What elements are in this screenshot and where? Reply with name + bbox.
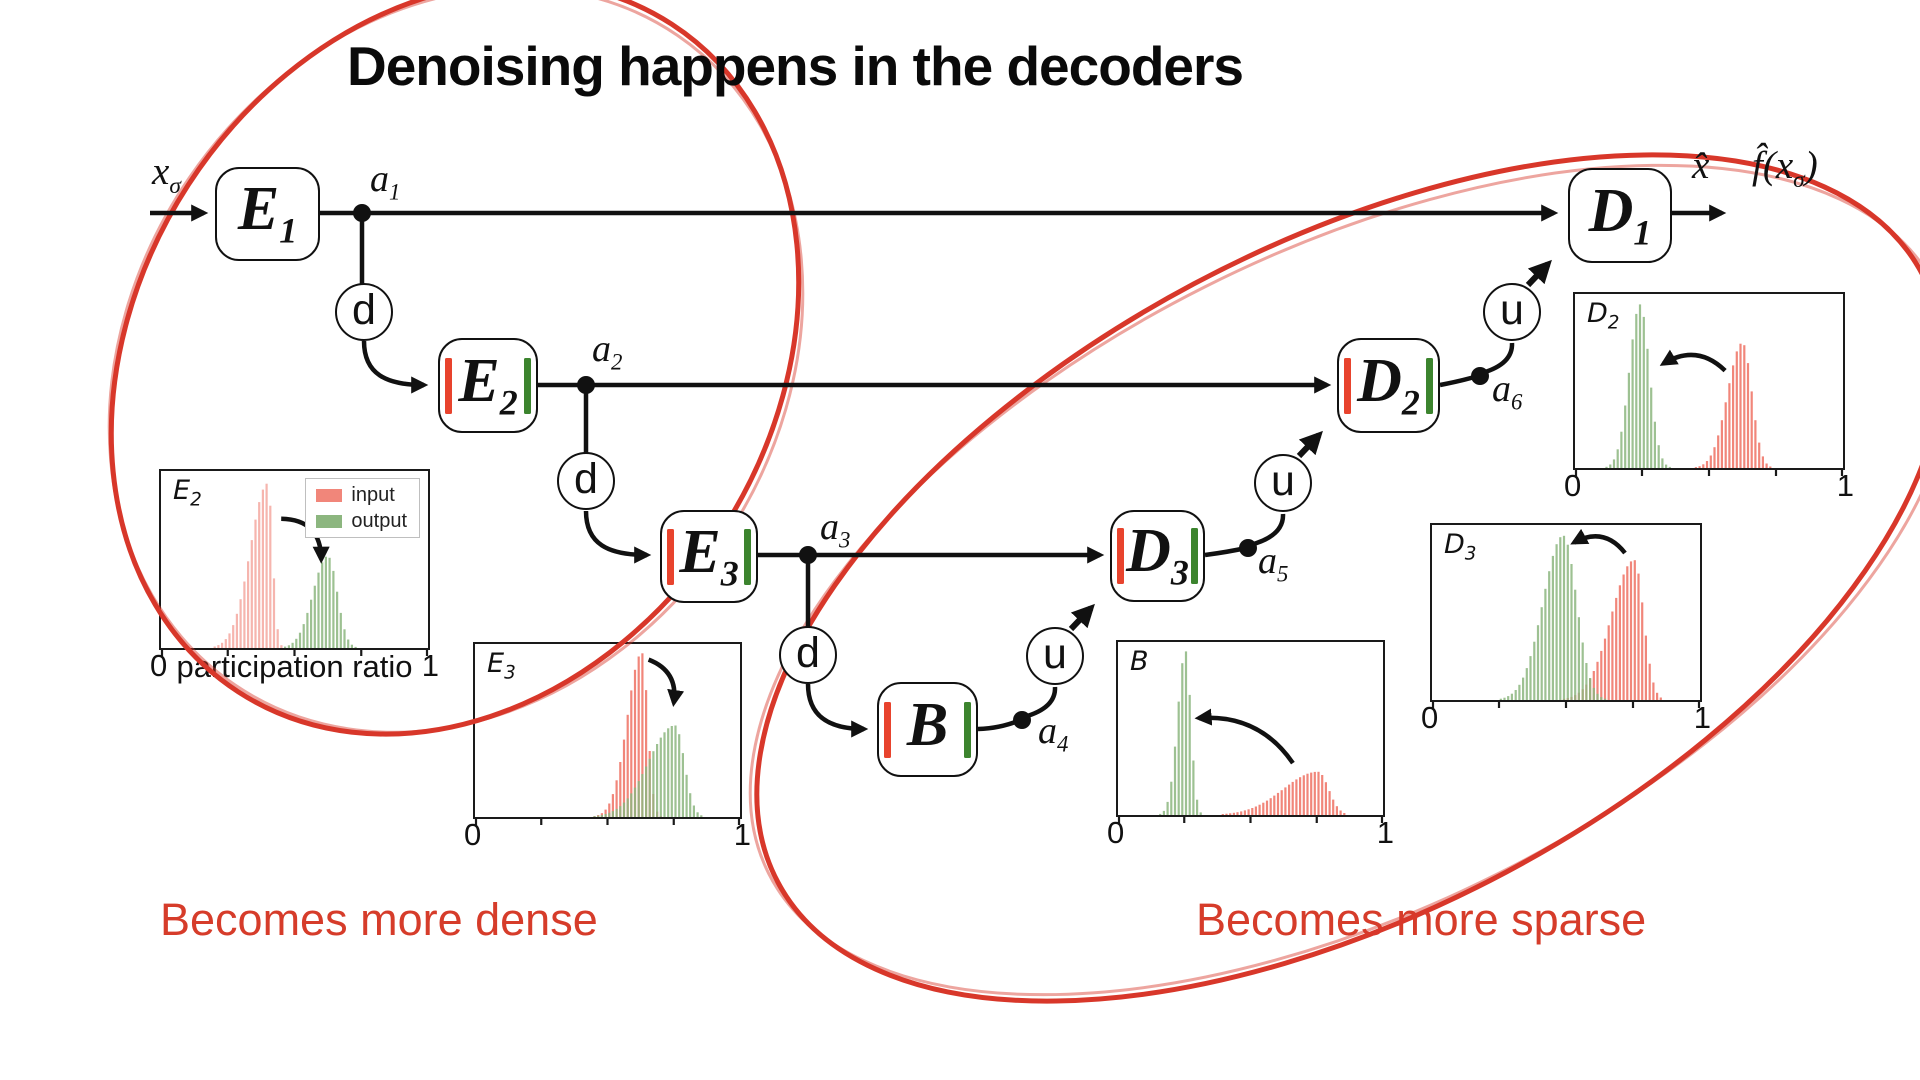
input-label-sub: σ [169,172,181,199]
input-density-bar [667,528,674,585]
output-fhat-label: f̂(xσ) [1752,146,1818,192]
activation-label-a2: a2 [592,328,623,375]
junction-dot-a1 [353,204,371,222]
distribution-shift-arrow [1194,708,1295,765]
activation-label-a6: a6 [1492,368,1523,415]
activation-label-a3: a3 [820,506,851,553]
fhat-pre: f̂(x [1752,144,1794,187]
input-density-bar [445,357,452,414]
bottleneck-b-label: B [906,690,949,759]
bottleneck-b-box: B [877,682,978,777]
upsample-op-1: u [1026,627,1084,685]
distribution-shift-arrow [1659,349,1727,373]
input-density-bar [1117,528,1124,584]
wire-d2-a6 [1439,373,1479,388]
decoder-d3-box: D3 [1110,510,1205,602]
input-swatch [316,488,343,502]
junction-dot-a5 [1239,539,1257,557]
panel-label-d2: D2 [1587,298,1620,334]
junction-dot-a2 [577,376,595,394]
histogram-legend: input output [305,478,420,538]
downsample-arrow-e2 [361,340,429,394]
distribution-shift-arrow [647,657,685,708]
histogram-panel-e3: E3 0 1 [464,642,751,850]
wire-d3-a5 [1204,545,1247,558]
panel-label-b: B [1130,646,1149,677]
encoder-e2-label: E2 [458,346,518,423]
input-label-base: x [152,150,170,193]
upsample-op-3: u [1483,283,1541,341]
junction-dot-a3 [799,546,817,564]
upsample-op-2: u [1254,454,1312,512]
output-density-bar [524,357,531,414]
histogram-plot-b [1117,651,1384,823]
fhat-post: ) [1804,144,1818,187]
decoder-d1-label: D1 [1588,176,1652,253]
output-xhat-text: x̂ [1692,144,1710,187]
downsample-op-1: d [335,283,393,341]
wire-b-a4 [977,717,1021,732]
xtick-1: 1 [1836,468,1854,503]
panel-label-e2: E2 [173,475,202,511]
output-density-bar [744,528,751,585]
junction-dot-a6 [1471,367,1489,385]
encoder-e2-box: E2 [438,338,538,433]
xtick-1: 1 [733,817,751,852]
activation-label-a5: a5 [1258,540,1289,587]
junction-dot-a4 [1013,711,1031,729]
decoder-d2-box: D2 [1337,338,1440,433]
legend-row-input: input [316,485,407,505]
input-label: xσ [152,152,181,198]
xtick-0: 0 [1564,468,1582,503]
decoder-d3-label: D3 [1126,517,1189,593]
output-swatch [316,514,343,528]
output-density-bar [1426,357,1433,414]
decoder-d2-label: D2 [1357,346,1420,423]
encoder-e3-label: E3 [679,517,739,594]
activation-label-a1: a1 [370,158,401,205]
histogram-plot-e3 [474,653,741,825]
output-xhat-label: x̂ [1692,146,1709,185]
output-density-bar [964,701,971,758]
xtick-1: 1 [1693,700,1711,735]
downsample-arrow-e3 [583,510,652,564]
input-density-bar [1344,357,1351,414]
downsample-op-3: d [779,626,837,684]
legend-input-label: input [351,484,395,506]
xtick-0: 0 [1421,700,1439,735]
page-title: Denoising happens in the decoders [346,35,1244,97]
fhat-sub: σ [1793,166,1805,193]
legend-row-output: output [316,511,407,531]
upsample-arrow-d2 [1296,430,1323,459]
encoder-e1-label: E1 [237,175,298,251]
legend-output-label: output [351,510,407,532]
distribution-shift-arrow [1570,528,1627,555]
histogram-panel-d3: D3 0 1 [1421,523,1711,733]
activation-label-a4: a4 [1038,710,1069,757]
annotation-sparse: Becomes more sparse [1196,894,1647,945]
histogram-panel-d2: D2 0 1 [1564,292,1854,501]
xtick-1: 1 [1376,815,1394,850]
histogram-panel-b: B 0 1 [1107,640,1394,848]
histogram-panel-e2: E2 input output 0 1 participation ratio [150,469,439,682]
panel-label-d3: D3 [1444,529,1477,565]
upsample-arrow-d1 [1525,259,1552,288]
panel-label-e3: E3 [487,648,516,684]
xaxis-label: participation ratio [176,649,413,684]
xtick-0: 0 [464,817,482,852]
encoder-e1-box: E1 [215,167,320,261]
downsample-arrow-b [805,683,869,738]
upsample-arrow-d3 [1068,603,1095,632]
annotation-dense: Becomes more dense [160,894,598,945]
input-density-bar [884,701,891,758]
encoder-e3-box: E3 [660,510,758,603]
output-density-bar [1191,528,1198,584]
xtick-0: 0 [1107,815,1125,850]
downsample-op-2: d [557,452,615,510]
decoder-d1-box: D1 [1568,168,1672,263]
